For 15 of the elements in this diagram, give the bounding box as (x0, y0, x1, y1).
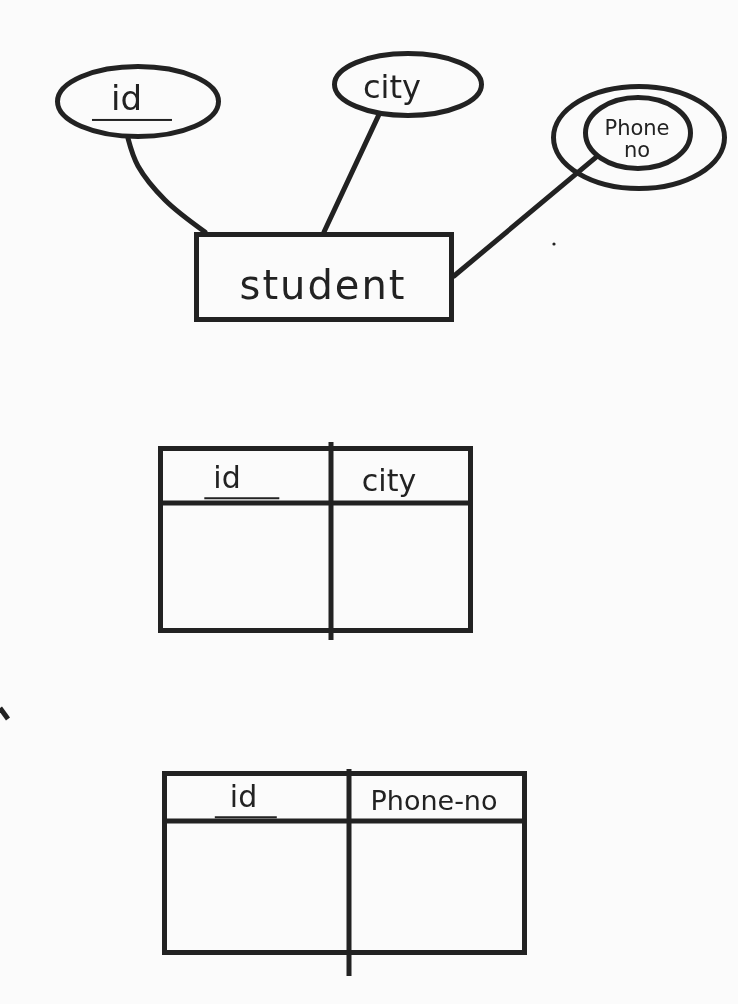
attribute-ellipse (55, 64, 221, 139)
column-header: id (214, 780, 278, 818)
column-header: id (204, 461, 280, 499)
column-header: Phone-no (370, 785, 498, 817)
connector-line (321, 112, 382, 235)
attribute-name: city (363, 68, 421, 106)
multivalued-attribute-ellipse (551, 84, 727, 191)
attribute-ellipse (332, 51, 484, 118)
entity-box (194, 232, 454, 322)
connector-line (125, 136, 208, 235)
column-header: city (361, 463, 417, 499)
connector-line (451, 154, 599, 279)
attribute-name: id (92, 78, 172, 122)
attribute-name: Phone no (603, 116, 671, 162)
entity-name: student (239, 262, 407, 308)
